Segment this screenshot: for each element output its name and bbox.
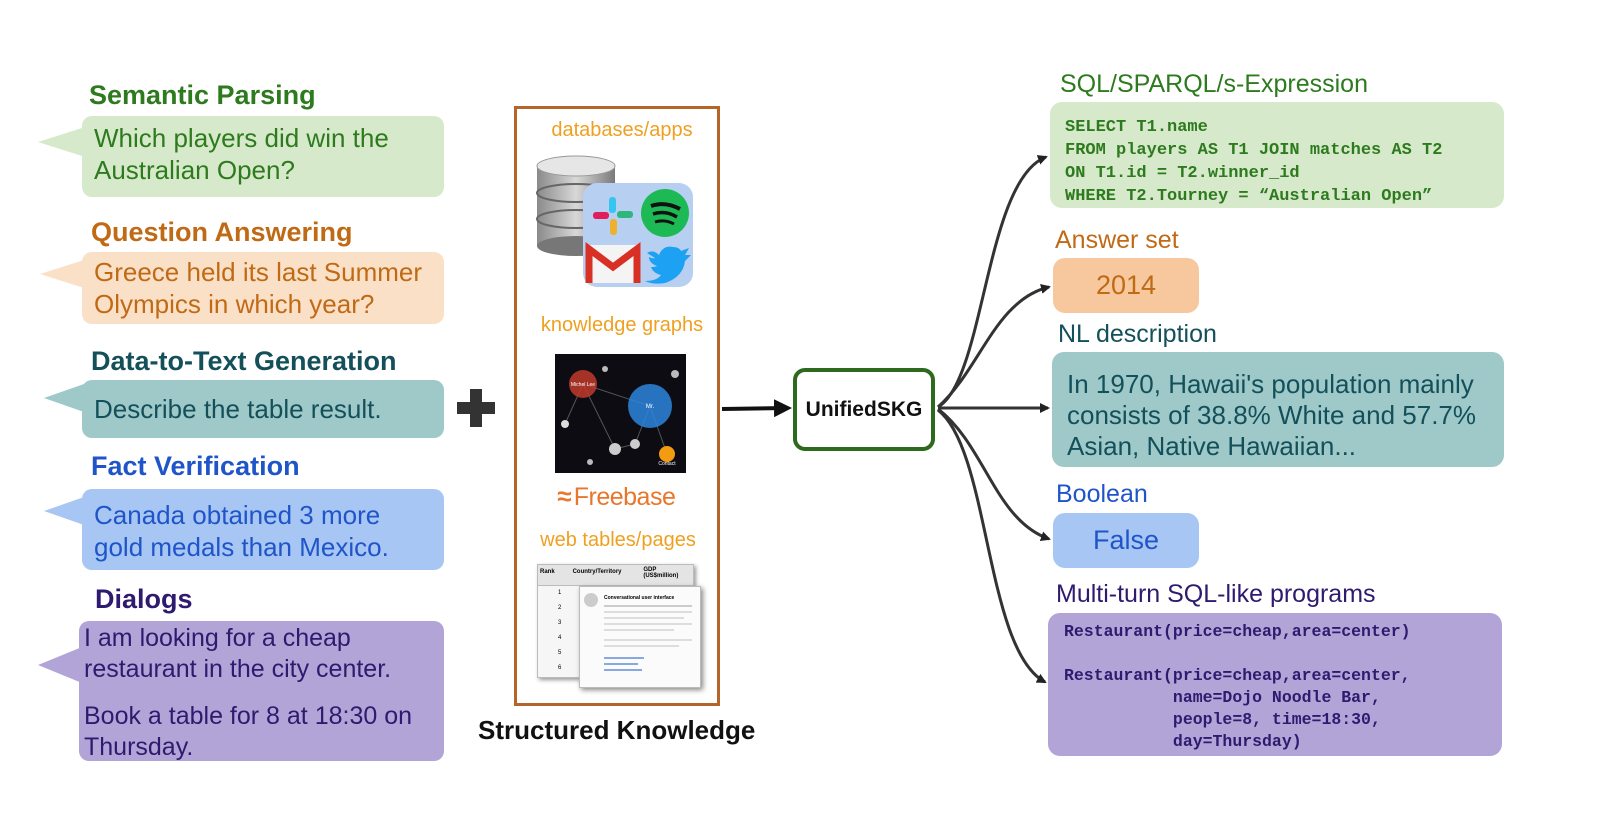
output-answer-value: 2014 (1053, 258, 1199, 313)
output-label-answer-set: Answer set (1055, 226, 1179, 254)
task-bubble-dialogs: I am looking for a cheap restaurant in t… (79, 621, 444, 761)
task-bubble-fact-verification: Canada obtained 3 more gold medals than … (82, 489, 444, 570)
task-title-data-to-text: Data-to-Text Generation (91, 346, 397, 376)
task-bubble-question-answering: Greece held its last Summer Olympics in … (82, 252, 444, 324)
output-sql-code: SELECT T1.name FROM players AS T1 JOIN m… (1050, 102, 1504, 208)
unifiedskg-label: UnifiedSKG (805, 397, 923, 421)
unifiedskg-box: UnifiedSKG (793, 368, 935, 451)
kg-node-label: Mr. (646, 404, 655, 410)
slack-icon (593, 197, 633, 235)
bubble-tail (44, 497, 84, 525)
task-title-fact-verification: Fact Verification (91, 451, 300, 481)
databases-label: databases/apps (551, 119, 693, 141)
bubble-tail (38, 128, 82, 156)
structured-knowledge-caption: Structured Knowledge (478, 715, 756, 745)
wikipedia-globe-icon (584, 593, 598, 607)
output-label-multi-turn: Multi-turn SQL-like programs (1056, 580, 1376, 608)
task-title-dialogs: Dialogs (95, 584, 193, 614)
plus-icon (457, 389, 495, 427)
task-bubble-semantic-parsing: Which players did win the Australian Ope… (82, 116, 444, 197)
knowledge-graphs-label: knowledge graphs (540, 314, 704, 336)
databases-apps-graphic (536, 155, 693, 287)
freebase-mark-icon: ≈ (557, 481, 571, 511)
web-tables-graphic: Rank Country/Territory GDP (US$million) … (537, 564, 702, 694)
web-page: Conversational user interface (579, 586, 701, 688)
output-label-sql: SQL/SPARQL/s-Expression (1060, 70, 1368, 98)
dialog-turn-2: Book a table for 8 at 18:30 on Thursday. (84, 702, 413, 761)
task-title-semantic-parsing: Semantic Parsing (89, 80, 316, 110)
bubble-tail (38, 647, 82, 683)
bubble-tail (40, 260, 84, 288)
input-arrow (721, 399, 792, 418)
web-tables-label: web tables/pages (540, 529, 696, 551)
kg-node-label: Contact (658, 461, 676, 467)
bubble-tail (44, 384, 84, 412)
knowledge-graph-image: Michel Lee Mr. Contact (555, 354, 686, 473)
spotify-icon (641, 189, 689, 237)
output-arrows (937, 155, 1051, 684)
structured-knowledge-panel: databases/apps (514, 106, 720, 706)
gmail-icon (585, 242, 641, 283)
task-title-question-answering: Question Answering (91, 217, 353, 247)
dialog-turn-1: I am looking for a cheap restaurant in t… (84, 624, 392, 683)
output-label-nl-description: NL description (1058, 320, 1217, 348)
output-nl-text: In 1970, Hawaii's population mainly cons… (1052, 352, 1504, 467)
output-boolean-value: False (1053, 513, 1199, 568)
kg-node-label: Michel Lee (571, 382, 595, 388)
output-label-boolean: Boolean (1056, 480, 1148, 508)
task-bubble-data-to-text: Describe the table result. (82, 380, 444, 438)
output-multi-turn-code: Restaurant(price=cheap,area=center) Rest… (1048, 613, 1502, 756)
twitter-icon (645, 246, 691, 284)
freebase-logo: ≈ Freebase (557, 481, 676, 511)
